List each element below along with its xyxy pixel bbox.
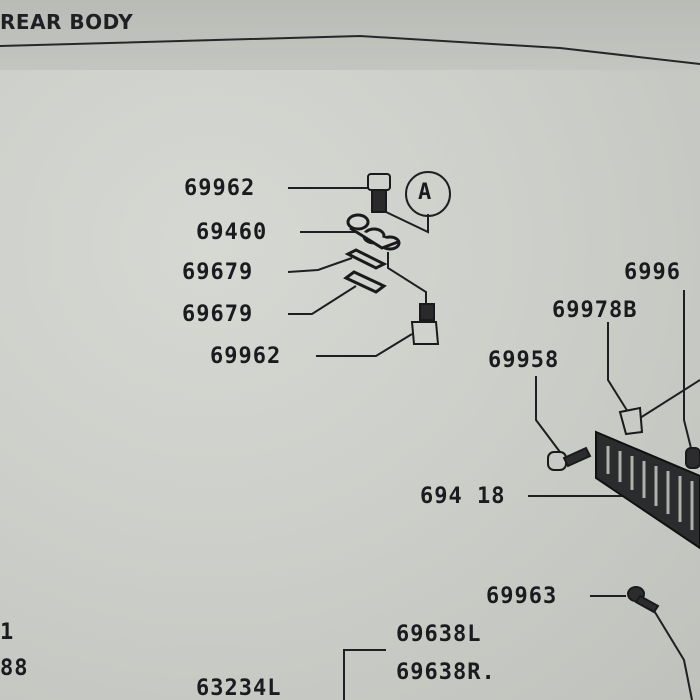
callout-69418: 694 18: [420, 484, 506, 509]
leader-line-6996: [683, 290, 693, 453]
nut-69962-bottom: [410, 303, 440, 345]
callout-69962-top: 69962: [184, 176, 256, 201]
leader-line-69963-right: [649, 603, 693, 700]
section-title: REAR BODY: [0, 10, 134, 34]
clip-69978b: [618, 406, 644, 436]
leader-line-69679-upper: [287, 257, 353, 273]
grille-panel-69418: [595, 430, 700, 550]
callout-edge-88: 88: [0, 656, 29, 681]
shim-69679-lower: [343, 270, 387, 294]
leader-line-stud: [387, 252, 427, 310]
leader-line-marker-a: [385, 211, 429, 234]
callout-63234l: 63234L: [196, 676, 282, 700]
callout-69958: 69958: [488, 348, 560, 373]
callout-69679-lower: 69679: [182, 302, 254, 327]
clamp-69460: [346, 213, 401, 251]
reference-marker-label: A: [418, 180, 433, 205]
callout-69460: 69460: [196, 220, 268, 245]
callout-69638l: 69638L: [396, 622, 482, 647]
callout-69963: 69963: [486, 584, 558, 609]
callout-69679-upper: 69679: [182, 260, 254, 285]
callout-edge-1: 1: [0, 620, 15, 645]
leader-line-69978b: [607, 322, 629, 413]
leader-line-69962-bottom: [316, 333, 413, 357]
callout-69962-bottom: 69962: [210, 344, 282, 369]
header-rule: [0, 34, 700, 65]
callout-69638r: 69638R.: [396, 660, 496, 685]
reference-marker-circle: [405, 171, 451, 217]
grommet-69963: [627, 586, 660, 614]
leader-line-69679-lower: [288, 285, 357, 315]
bolt-6996-right: [685, 447, 700, 469]
leader-line-69958: [535, 376, 561, 453]
screw-69958: [547, 446, 592, 471]
bolt-69962-top: [367, 173, 391, 213]
callout-6996: 6996: [624, 260, 681, 285]
callout-69978b: 69978B: [552, 298, 638, 323]
bracket-69638: [343, 649, 386, 700]
header-band: [0, 0, 700, 70]
leader-line-cross: [639, 379, 700, 419]
shim-69679-upper: [344, 248, 388, 270]
